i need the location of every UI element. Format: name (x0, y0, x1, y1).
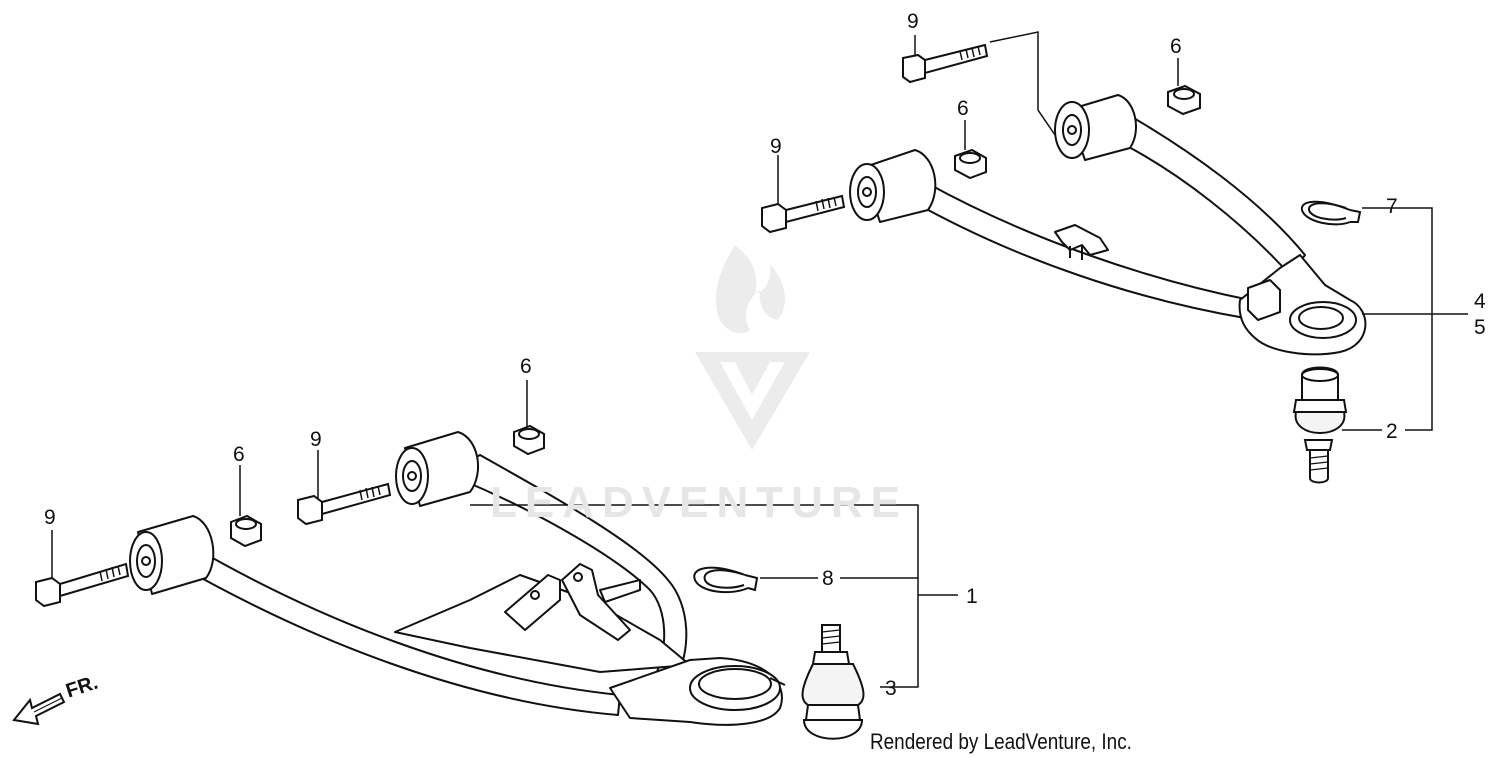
render-credit: Rendered by LeadVenture, Inc. (870, 729, 1132, 754)
callout-upper-arm-5: 5 (1474, 316, 1486, 339)
callout-lower-bolt-left: 9 (44, 506, 56, 529)
callout-lower-nut-left: 6 (233, 443, 245, 466)
upper-nut-top (1167, 84, 1201, 116)
callout-upper-arm-4: 4 (1474, 290, 1486, 313)
callout-upper-ball-joint: 2 (1386, 420, 1398, 443)
watermark-text: LEADVENTURE (490, 478, 909, 527)
upper-bolt-left (761, 194, 846, 234)
lower-nut-left (230, 514, 262, 548)
lower-circlip (693, 566, 759, 594)
lower-bolt-mid (297, 482, 392, 526)
leader-lines (51, 31, 1468, 688)
callout-upper-bolt-left: 9 (770, 135, 782, 158)
callout-lower-nut-top: 6 (520, 355, 532, 378)
callout-upper-bolt-top: 9 (907, 10, 919, 33)
callout-lower-bolt-mid: 9 (310, 428, 322, 451)
lower-arm-assembly (129, 431, 786, 726)
callout-lower-arm: 1 (966, 585, 978, 608)
callout-upper-nut-mid: 6 (957, 97, 969, 120)
lower-bolt-left (35, 562, 130, 608)
upper-arm-assembly (849, 94, 1367, 356)
callout-upper-circlip: 7 (1386, 195, 1398, 218)
upper-circlip (1300, 200, 1362, 226)
upper-bolt-top (902, 43, 989, 84)
callout-lower-circlip: 8 (822, 567, 834, 590)
lower-nut-top (513, 424, 545, 456)
lower-ball-joint (801, 624, 865, 740)
leadventure-watermark-logo (695, 245, 810, 450)
upper-nut-mid (954, 148, 987, 180)
front-direction-arrow-icon (12, 692, 66, 726)
upper-ball-joint (1292, 366, 1348, 484)
callout-upper-nut-top: 6 (1170, 35, 1182, 58)
callout-lower-ball-joint: 3 (885, 677, 897, 700)
